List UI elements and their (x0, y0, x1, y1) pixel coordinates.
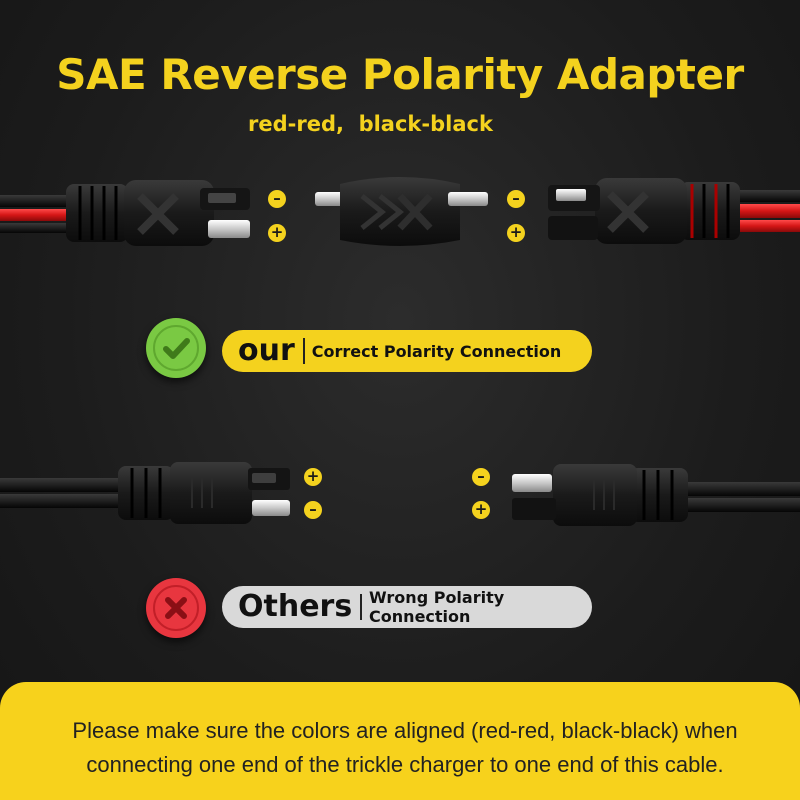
footer-note: Please make sure the colors are aligned … (72, 718, 738, 777)
top-left-connector (0, 180, 250, 246)
middle-right-connector (512, 464, 800, 526)
wrong-label-big: Others (238, 589, 353, 624)
minus-marker-top-right: – (507, 190, 525, 208)
footer-panel (0, 682, 800, 800)
correct-label-small: Correct Polarity Connection (311, 341, 562, 361)
plus-marker-top-right: + (507, 224, 525, 242)
middle-left-connector (0, 462, 290, 524)
correct-connection-label: our Correct Polarity Connection (222, 330, 592, 372)
minus-marker-middle-left: – (304, 501, 322, 519)
top-right-connector (548, 178, 800, 244)
label-divider (302, 338, 305, 364)
center-adapter (315, 177, 488, 246)
correct-label-big: our (238, 333, 295, 368)
cross-badge (146, 578, 206, 638)
plus-marker-top-left: + (268, 224, 286, 242)
page-subtitle: red-red, black-black (248, 112, 493, 136)
plus-marker-middle-right: + (472, 501, 490, 519)
wrong-label-small: Wrong Polarity Connection (369, 588, 505, 626)
wrong-connection-label: Others Wrong Polarity Connection (222, 586, 592, 628)
check-badge (146, 318, 206, 378)
label-divider (360, 594, 363, 620)
minus-marker-middle-right: – (472, 468, 490, 486)
page-title: SAE Reverse Polarity Adapter (56, 50, 744, 99)
cross-icon (153, 585, 199, 631)
plus-marker-middle-left: + (304, 468, 322, 486)
check-icon (153, 325, 199, 371)
minus-marker-top-left: – (268, 190, 286, 208)
